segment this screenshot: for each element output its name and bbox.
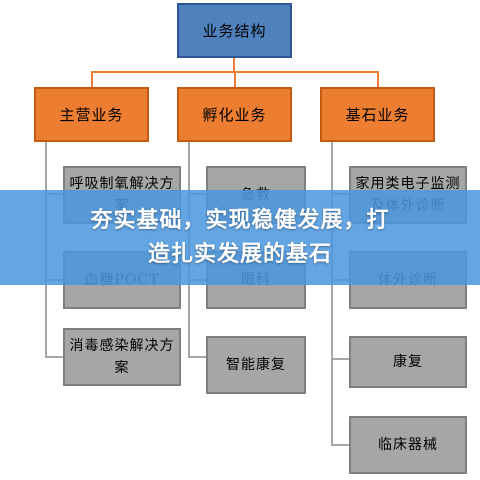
connector-to-main: [91, 71, 93, 87]
connector-cornerstone-vertical: [331, 142, 333, 445]
connector-cornerstone-leaf-3: [331, 358, 349, 360]
headline-line-1: 夯实基础，实现稳健发展，打: [90, 207, 390, 233]
leaf-node: 消毒感染解决方案: [63, 328, 181, 386]
branch-label: 基石业务: [345, 106, 410, 124]
connector-to-incubate: [234, 71, 236, 87]
headline-banner: 夯实基础，实现稳健发展，打 造扎实发展的基石: [0, 190, 480, 285]
connector-cornerstone-leaf-4: [331, 444, 349, 446]
leaf-label: 康复: [393, 354, 423, 370]
root-node: 业务结构: [177, 3, 292, 58]
headline-line-2: 造扎实发展的基石: [147, 241, 332, 267]
leaf-node: 智能康复: [206, 336, 306, 394]
branch-label: 孵化业务: [202, 106, 267, 124]
leaf-label: 临床器械: [378, 437, 438, 453]
branch-incubation-business: 孵化业务: [177, 87, 292, 142]
branch-cornerstone-business: 基石业务: [320, 87, 435, 142]
leaf-node: 康复: [349, 336, 467, 388]
root-node-label: 业务结构: [202, 22, 267, 40]
leaf-node: 临床器械: [349, 416, 467, 474]
leaf-label: 智能康复: [226, 357, 286, 373]
branch-main-business: 主营业务: [34, 87, 149, 142]
branch-label: 主营业务: [59, 106, 124, 124]
connector-root-down: [233, 58, 235, 72]
connector-to-cornerstone: [377, 71, 379, 87]
connector-incubate-leaf-3: [188, 356, 206, 358]
connector-main-leaf-3: [45, 356, 63, 358]
leaf-label: 消毒感染解决方案: [69, 338, 175, 376]
